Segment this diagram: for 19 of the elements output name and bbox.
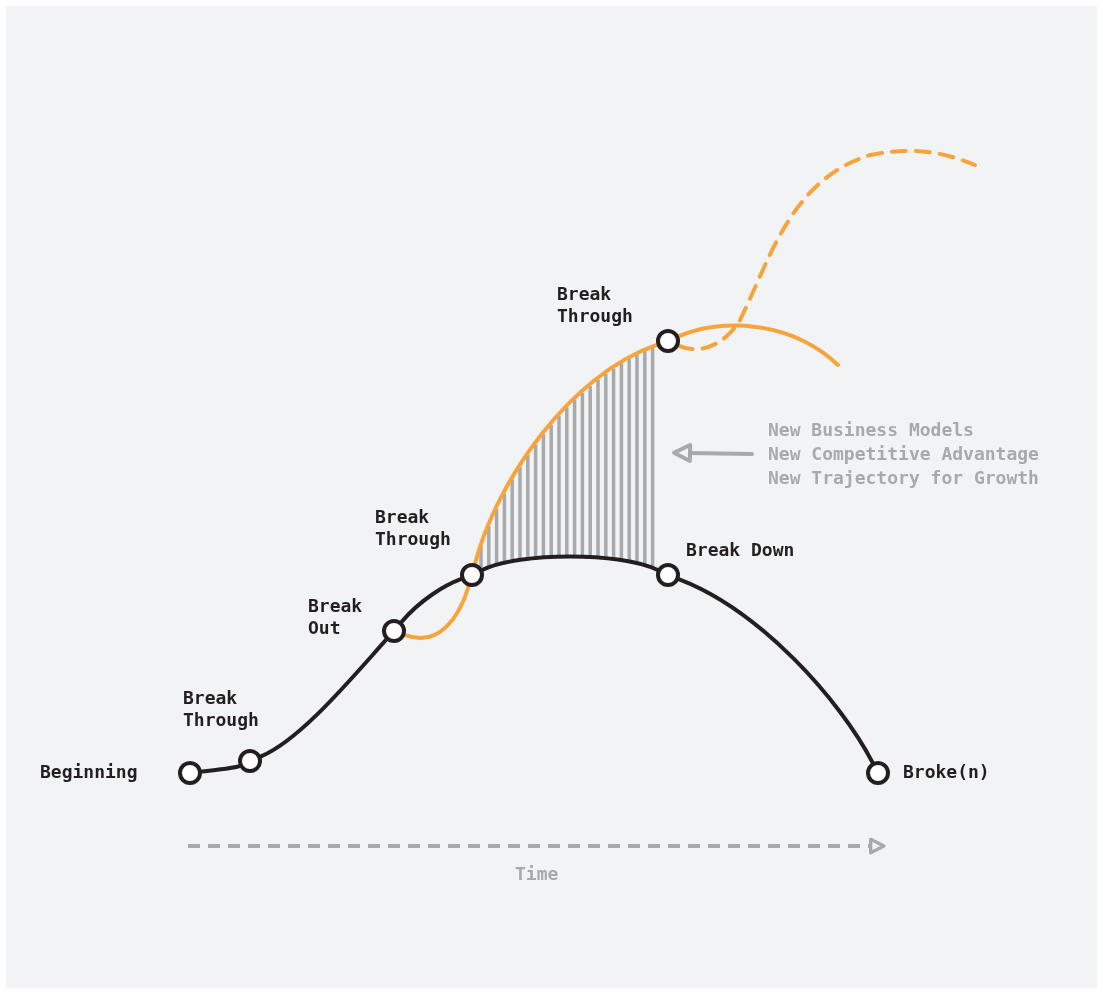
curve-line [676,323,840,367]
point-label: Break Through [375,506,452,550]
curve-line [677,577,875,765]
annotation-text: New Competitive Advantage [768,442,1039,466]
point-label: Break Down [686,539,796,561]
annotation-text: New Business Models [768,418,975,442]
point-label: Break Out [308,595,364,639]
curve-line [677,148,977,352]
curve-line [403,584,471,640]
point-label: Broke(n) [903,761,991,783]
annotation-text: New Trajectory for Growth [768,466,1039,490]
point-label: Beginning [40,761,139,783]
arrow [672,443,754,463]
curve-line [399,577,463,624]
axis-label: Time [515,863,559,884]
point-label: Break Through [557,283,634,327]
point-label: Break Through [183,687,260,731]
curve-line [259,637,388,759]
curve-line [480,554,660,572]
